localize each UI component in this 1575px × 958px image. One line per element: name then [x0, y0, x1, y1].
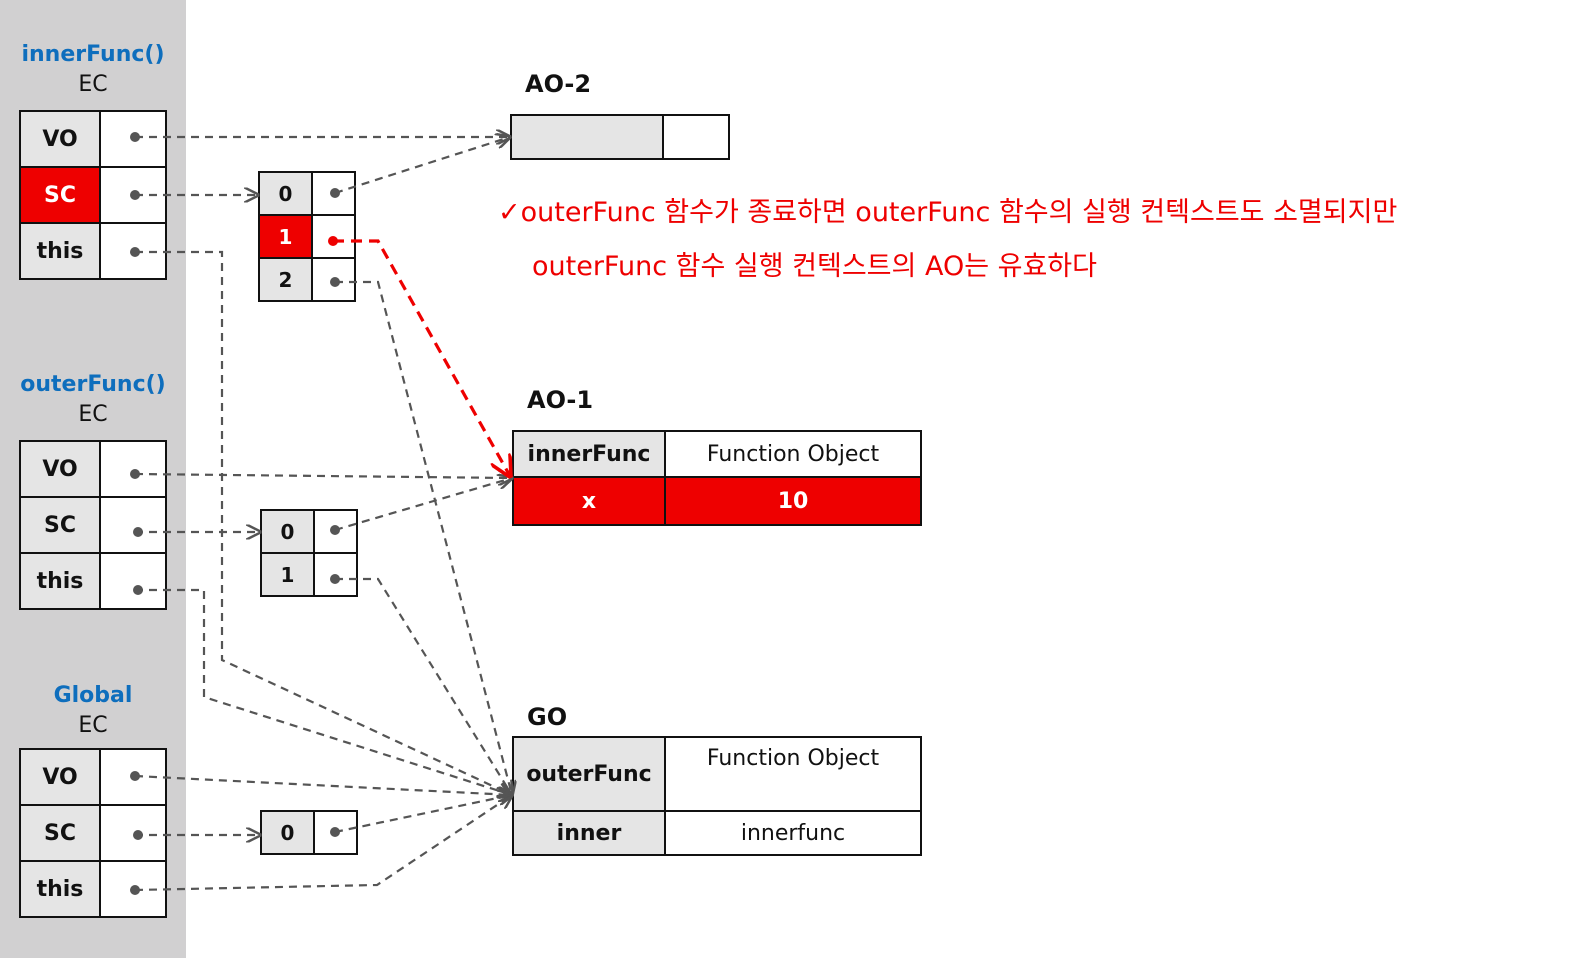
inner-scope-chain-index: 2: [258, 257, 313, 302]
outer-ec-vo-value: [99, 440, 167, 498]
note-line-2: outerFunc 함수 실행 컨텍스트의 AO는 유효하다: [532, 251, 1097, 282]
go-outerfunc-value: Function Object: [664, 736, 922, 812]
arrow-inner-this-to-go: [135, 250, 512, 795]
arrow-global-sc0-to-go: [334, 795, 512, 834]
arrow-outer-sc1-to-go: [335, 577, 512, 795]
global-object: outerFunc Function Object inner innerfun…: [512, 736, 922, 856]
inner-ec-vo-row: VO: [19, 110, 167, 168]
global-ec-sc-key: SC: [19, 804, 101, 862]
arrow-outer-sc0-to-ao1: [334, 478, 512, 532]
outer-ec-this-row: this: [19, 552, 167, 610]
outer-scope-chain-index: 0: [260, 509, 315, 554]
inner-ec-this-key: this: [19, 222, 101, 280]
pointer-dot: [330, 574, 340, 584]
inner-scope-chain-row: 0: [258, 171, 356, 216]
global-ec-sc-row: SC: [19, 804, 167, 862]
pointer-dot: [130, 771, 140, 781]
outer-ec-vo-row: VO: [19, 440, 167, 498]
global-ec-sc-value: [99, 804, 167, 862]
global-ec-label: EC: [78, 713, 108, 738]
note-line-1: ✓outerFunc 함수가 종료하면 outerFunc 함수의 실행 컨텍스…: [498, 197, 1398, 228]
global-ec-this-key: this: [19, 860, 101, 918]
outer-ec-sc-key: SC: [19, 496, 101, 554]
outer-scope-chain-index: 1: [260, 552, 315, 597]
inner-ec-sc-row: SC: [19, 166, 167, 224]
outer-ec-sc-row: SC: [19, 496, 167, 554]
arrow-inner-sc2-to-go: [335, 280, 512, 795]
go-outerfunc-key: outerFunc: [512, 736, 666, 812]
outer-scope-chain-row: 0: [260, 509, 358, 554]
ao1-x-value: 10: [664, 476, 922, 526]
ao2-label: AO-2: [525, 70, 592, 98]
outer-ec-vo-key: VO: [19, 440, 101, 498]
outer-ec-this-key: this: [19, 552, 101, 610]
inner-scope-chain-row: 1: [258, 214, 356, 259]
go-inner-value: innerfunc: [664, 810, 922, 856]
arrow-global-vo-to-go: [134, 774, 512, 795]
pointer-dot: [130, 247, 140, 257]
ao2-key-cell: [510, 114, 664, 160]
global-ec-table: VO SC this: [19, 748, 167, 918]
go-row-inner: inner innerfunc: [512, 810, 922, 856]
pointer-dot: [130, 885, 140, 895]
inner-ec-function-name: innerFunc(): [21, 42, 165, 67]
outer-scope-chain-pointer: [313, 509, 358, 554]
ao1-x-key: x: [512, 476, 666, 526]
arrow-inner-sc1-to-ao1-highlight: [333, 239, 510, 476]
outer-ec-function-name: outerFunc(): [20, 372, 166, 397]
inner-ec-table: VO SC this: [19, 110, 167, 280]
arrow-outer-this-to-go: [135, 588, 512, 795]
outer-ec-sc-value: [99, 496, 167, 554]
ao1-label: AO-1: [527, 386, 594, 414]
inner-ec-title: innerFunc() EC: [0, 40, 186, 100]
pointer-dot-highlight: [328, 236, 338, 246]
pointer-dot: [130, 132, 140, 142]
outer-ec-this-value: [99, 552, 167, 610]
pointer-dot: [330, 277, 340, 287]
inner-scope-chain: 0 1 2: [258, 171, 356, 302]
pointer-dot: [133, 830, 143, 840]
global-scope-chain-index: 0: [260, 810, 315, 855]
outer-ec-table: VO SC this: [19, 440, 167, 610]
pointer-dot: [330, 827, 340, 837]
inner-scope-chain-row: 2: [258, 257, 356, 302]
arrow-global-this-to-go: [134, 795, 512, 892]
ao1-innerfunc-value: Function Object: [664, 430, 922, 478]
outer-ec-title: outerFunc() EC: [0, 370, 186, 430]
inner-scope-chain-index: 1: [258, 214, 313, 259]
pointer-dot: [133, 527, 143, 537]
ao1-row-innerfunc: innerFunc Function Object: [512, 430, 922, 478]
ao2-object: [510, 114, 730, 160]
global-ec-function-name: Global: [53, 683, 133, 708]
outer-scope-chain-row: 1: [260, 552, 358, 597]
outer-scope-chain: 0 1: [260, 509, 358, 597]
pointer-dot: [133, 585, 143, 595]
pointer-dot: [130, 190, 140, 200]
ao2-value-cell: [662, 114, 730, 160]
ao1-innerfunc-key: innerFunc: [512, 430, 666, 478]
arrow-inner-sc0-to-ao2: [334, 137, 510, 195]
inner-ec-vo-value: [99, 110, 167, 168]
inner-ec-label: EC: [78, 72, 108, 97]
ao1-object: innerFunc Function Object x 10: [512, 430, 922, 526]
inner-scope-chain-index: 0: [258, 171, 313, 216]
inner-ec-vo-key: VO: [19, 110, 101, 168]
pointer-dot: [130, 469, 140, 479]
go-row-outerfunc: outerFunc Function Object: [512, 736, 922, 812]
pointer-dot: [330, 188, 340, 198]
arrow-outer-vo-to-ao1: [134, 474, 512, 478]
go-label: GO: [527, 703, 568, 731]
outer-ec-label: EC: [78, 402, 108, 427]
global-ec-title: Global EC: [0, 681, 186, 741]
pointer-dot: [330, 525, 340, 535]
global-ec-vo-key: VO: [19, 748, 101, 806]
ao1-row-x: x 10: [512, 476, 922, 526]
inner-ec-sc-key: SC: [19, 166, 101, 224]
go-inner-key: inner: [512, 810, 666, 856]
